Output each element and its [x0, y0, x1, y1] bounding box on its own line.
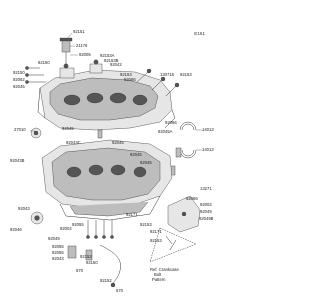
callout: 670	[76, 268, 84, 273]
callout: 21176	[76, 43, 88, 48]
note-line3: Pattern	[152, 277, 166, 282]
callout: 92150	[38, 60, 50, 65]
bolt-pattern-note: Ref. Crankcase Bolt Pattern	[149, 227, 197, 282]
callout: 92150	[13, 70, 25, 75]
callout: 92055	[72, 222, 84, 227]
callout: 92055	[52, 250, 64, 255]
callout: 92045A	[158, 129, 173, 134]
oil-pipe	[67, 244, 121, 288]
note-title: Ref. Crankcase	[150, 267, 180, 272]
callout: 92045	[13, 84, 25, 89]
upper-bolts	[136, 68, 180, 97]
callout: 92153	[180, 72, 192, 77]
callout: 92045	[130, 152, 142, 157]
callout: 13271	[200, 186, 212, 191]
left-bolts	[25, 66, 46, 84]
drain-plug	[30, 211, 44, 225]
lower-bolts	[86, 220, 114, 239]
callout: 92045	[140, 160, 152, 165]
callout: 92066	[186, 196, 198, 201]
dowel-pins	[97, 129, 182, 176]
callout: 92150	[86, 260, 98, 265]
callout: 14013	[202, 147, 214, 152]
callout: 92066	[124, 77, 136, 82]
main-bearings	[179, 121, 197, 159]
callout: 92043B	[10, 158, 25, 163]
callout: 92153	[80, 254, 92, 259]
callout: 92045	[62, 126, 74, 131]
breather-fitting	[59, 37, 73, 68]
callout: 92002	[200, 202, 212, 207]
callout: 670	[116, 288, 124, 293]
callout: 92153	[140, 222, 152, 227]
callout: 92062	[13, 77, 25, 82]
callout: 92002	[60, 226, 72, 231]
lower-crankcase	[41, 139, 173, 221]
callout: 92046	[10, 227, 22, 232]
callout: 92043	[52, 256, 64, 261]
callout: 92153B	[104, 58, 119, 63]
callout: 92042	[110, 62, 122, 67]
callout: 27010	[14, 127, 26, 132]
callout: 92055	[52, 244, 64, 249]
callout: 92049B	[199, 216, 214, 221]
callout: 130716	[160, 72, 175, 77]
callout: 92152	[100, 278, 112, 283]
left-seal	[30, 127, 42, 139]
callout: 92005	[79, 52, 91, 57]
note-line2: Bolt	[154, 272, 162, 277]
callout: 92171	[150, 229, 162, 234]
callout: 92171	[126, 212, 138, 217]
callout: 92153	[120, 72, 132, 77]
callout: 92049	[200, 209, 212, 214]
callout: 92043	[18, 206, 30, 211]
callout: 92045	[112, 140, 124, 145]
callout: 92153A	[100, 53, 115, 58]
callout: 92049	[48, 236, 60, 241]
callout-labels: 92151 21176 92005 92153A 92153B 92042 92…	[10, 29, 214, 293]
callout: 92066	[165, 120, 177, 125]
callout: 92153	[150, 238, 162, 243]
reference-code: E161	[194, 31, 205, 36]
callout: 14013	[202, 127, 214, 132]
callout: 92043C	[66, 140, 81, 145]
callout: 92151	[73, 29, 85, 34]
upper-crankcase	[37, 59, 176, 131]
crankcase-exploded-diagram: E161	[10, 29, 214, 293]
right-cover-plate	[167, 195, 201, 233]
